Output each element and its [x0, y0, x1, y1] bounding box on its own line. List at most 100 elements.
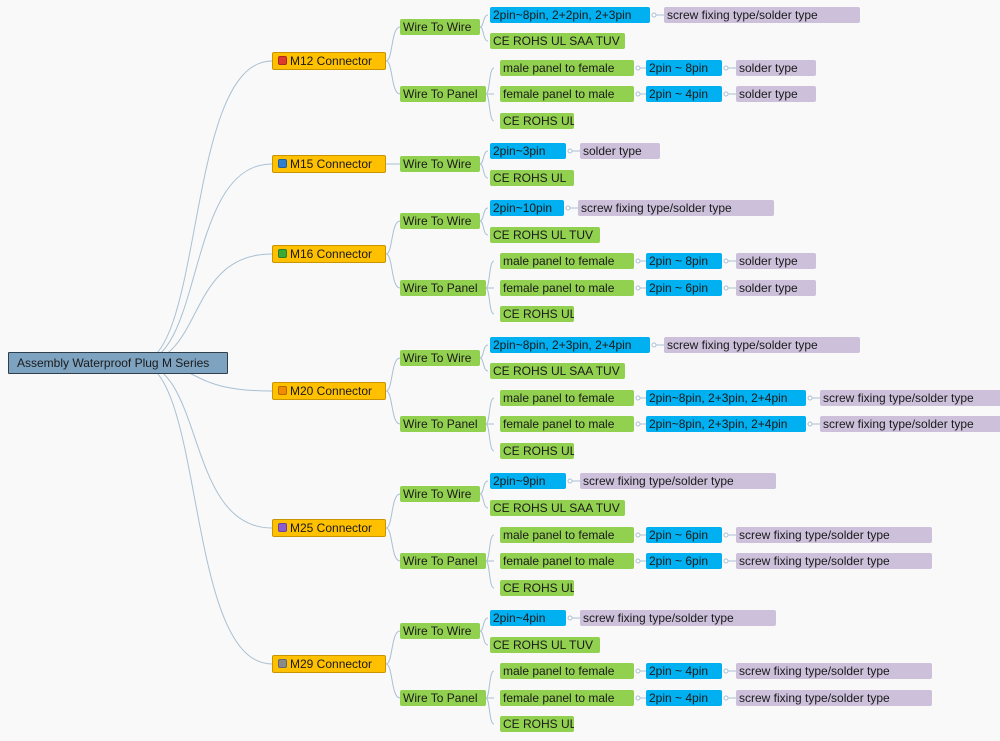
pin-range-node[interactable]: 2pin ~ 6pin [646, 280, 722, 296]
panel-direction-node[interactable]: female panel to male [500, 416, 634, 432]
edge-dot [807, 421, 813, 427]
pin-range-node[interactable]: 2pin ~ 6pin [646, 527, 722, 543]
fixing-type-node[interactable]: solder type [580, 143, 660, 159]
fixing-type-node[interactable]: screw fixing type/solder type [664, 337, 860, 353]
fixing-type-node[interactable]: screw fixing type/solder type [820, 390, 1000, 406]
edge-group-row [485, 260, 495, 289]
fixing-type-node[interactable]: screw fixing type/solder type [736, 527, 932, 543]
edge-group-row [479, 150, 489, 165]
panel-direction-node[interactable]: male panel to female [500, 253, 634, 269]
certification-node[interactable]: CE ROHS UL TUV [490, 227, 600, 243]
panel-direction-node[interactable]: male panel to female [500, 60, 634, 76]
wire-to-panel-node[interactable]: Wire To Panel [400, 416, 486, 432]
connector-label: M12 Connector [290, 54, 373, 68]
edge-connector-group [385, 527, 401, 562]
pin-range-node[interactable]: 2pin ~ 8pin [646, 60, 722, 76]
connector-node[interactable]: M25 Connector [272, 519, 386, 537]
pin-range-node[interactable]: 2pin~8pin, 2+3pin, 2+4pin [646, 416, 806, 432]
certification-node[interactable]: CE ROHS UL TUV [490, 637, 600, 653]
panel-direction-node[interactable]: female panel to male [500, 553, 634, 569]
fixing-type-node[interactable]: solder type [736, 60, 816, 76]
wire-to-wire-node[interactable]: Wire To Wire [400, 623, 480, 639]
certification-node[interactable]: CE ROHS UL [500, 443, 574, 459]
edge-dot [635, 421, 641, 427]
connector-node[interactable]: M15 Connector [272, 155, 386, 173]
panel-direction-node[interactable]: male panel to female [500, 527, 634, 543]
certification-node[interactable]: CE ROHS UL SAA TUV [490, 33, 625, 49]
pin-range-node[interactable]: 2pin ~ 6pin [646, 553, 722, 569]
certification-node[interactable]: CE ROHS UL [500, 716, 574, 732]
edge-group-cert [485, 93, 495, 122]
fixing-type-node[interactable]: screw fixing type/solder type [664, 7, 860, 23]
fixing-type-node[interactable]: solder type [736, 253, 816, 269]
pin-range-node[interactable]: 2pin~9pin [490, 473, 566, 489]
pin-range-node[interactable]: 2pin~3pin [490, 143, 566, 159]
edge-group-row [485, 67, 495, 95]
pin-range-node[interactable]: 2pin ~ 4pin [646, 690, 722, 706]
certification-node[interactable]: CE ROHS UL [500, 580, 574, 596]
wire-to-wire-node[interactable]: Wire To Wire [400, 156, 480, 172]
connector-node[interactable]: M16 Connector [272, 245, 386, 263]
connector-node[interactable]: M29 Connector [272, 655, 386, 673]
edge-group-cert [485, 697, 495, 725]
pin-range-node[interactable]: 2pin~10pin [490, 200, 564, 216]
edge-dot [565, 205, 571, 211]
panel-direction-node[interactable]: male panel to female [500, 390, 634, 406]
connector-label: M15 Connector [290, 157, 373, 171]
wire-to-panel-node[interactable]: Wire To Panel [400, 86, 486, 102]
connector-node[interactable]: M20 Connector [272, 382, 386, 400]
edge-dot [723, 532, 729, 538]
edge-dot [635, 558, 641, 564]
wire-to-wire-node[interactable]: Wire To Wire [400, 213, 480, 229]
fixing-type-node[interactable]: screw fixing type/solder type [820, 416, 1000, 432]
certification-node[interactable]: CE ROHS UL [500, 306, 574, 322]
panel-direction-node[interactable]: female panel to male [500, 690, 634, 706]
fixing-type-node[interactable]: solder type [736, 86, 816, 102]
connector-node[interactable]: M12 Connector [272, 52, 386, 70]
certification-node[interactable]: CE ROHS UL SAA TUV [490, 500, 625, 516]
pin-range-node[interactable]: 2pin~8pin, 2+3pin, 2+4pin [646, 390, 806, 406]
fixing-type-node[interactable]: screw fixing type/solder type [580, 473, 776, 489]
edge-dot [635, 668, 641, 674]
edge-dot [635, 91, 641, 97]
edge-group-row [485, 397, 495, 425]
panel-direction-node[interactable]: female panel to male [500, 86, 634, 102]
edge-dot [635, 285, 641, 291]
wire-to-panel-node[interactable]: Wire To Panel [400, 553, 486, 569]
fixing-type-node[interactable]: solder type [736, 280, 816, 296]
panel-direction-node[interactable]: male panel to female [500, 663, 634, 679]
wire-to-panel-node[interactable]: Wire To Panel [400, 690, 486, 706]
wire-to-wire-node[interactable]: Wire To Wire [400, 350, 480, 366]
pin-range-node[interactable]: 2pin ~ 8pin [646, 253, 722, 269]
pin-range-node[interactable]: 2pin~8pin, 2+3pin, 2+4pin [490, 337, 650, 353]
connector-label: M29 Connector [290, 657, 373, 671]
root-node[interactable]: Assembly Waterproof Plug M Series [8, 352, 228, 374]
edge-connector-group [385, 630, 401, 665]
wire-to-wire-node[interactable]: Wire To Wire [400, 486, 480, 502]
fixing-type-node[interactable]: screw fixing type/solder type [580, 610, 776, 626]
edge-group-row [479, 480, 489, 495]
fixing-type-node[interactable]: screw fixing type/solder type [736, 553, 932, 569]
pin-range-node[interactable]: 2pin~8pin, 2+2pin, 2+3pin [490, 7, 650, 23]
wire-to-panel-node[interactable]: Wire To Panel [400, 280, 486, 296]
edge-connector-group [385, 390, 401, 425]
fixing-type-node[interactable]: screw fixing type/solder type [578, 200, 774, 216]
edge-dot [651, 342, 657, 348]
certification-node[interactable]: CE ROHS UL [490, 170, 574, 186]
edge-dot [567, 615, 573, 621]
certification-node[interactable]: CE ROHS UL SAA TUV [490, 363, 625, 379]
panel-direction-node[interactable]: female panel to male [500, 280, 634, 296]
certification-node[interactable]: CE ROHS UL [500, 113, 574, 129]
connector-marker-icon [278, 56, 287, 65]
fixing-type-node[interactable]: screw fixing type/solder type [736, 690, 932, 706]
edge-group-cert [479, 26, 489, 42]
pin-range-node[interactable]: 2pin~4pin [490, 610, 566, 626]
wire-to-wire-node[interactable]: Wire To Wire [400, 19, 480, 35]
pin-range-node[interactable]: 2pin ~ 4pin [646, 663, 722, 679]
fixing-type-node[interactable]: screw fixing type/solder type [736, 663, 932, 679]
pin-range-node[interactable]: 2pin ~ 4pin [646, 86, 722, 102]
edge-dot [567, 148, 573, 154]
edge-root-connector [137, 362, 273, 529]
edge-connector-group [385, 26, 401, 62]
edge-dot [807, 395, 813, 401]
